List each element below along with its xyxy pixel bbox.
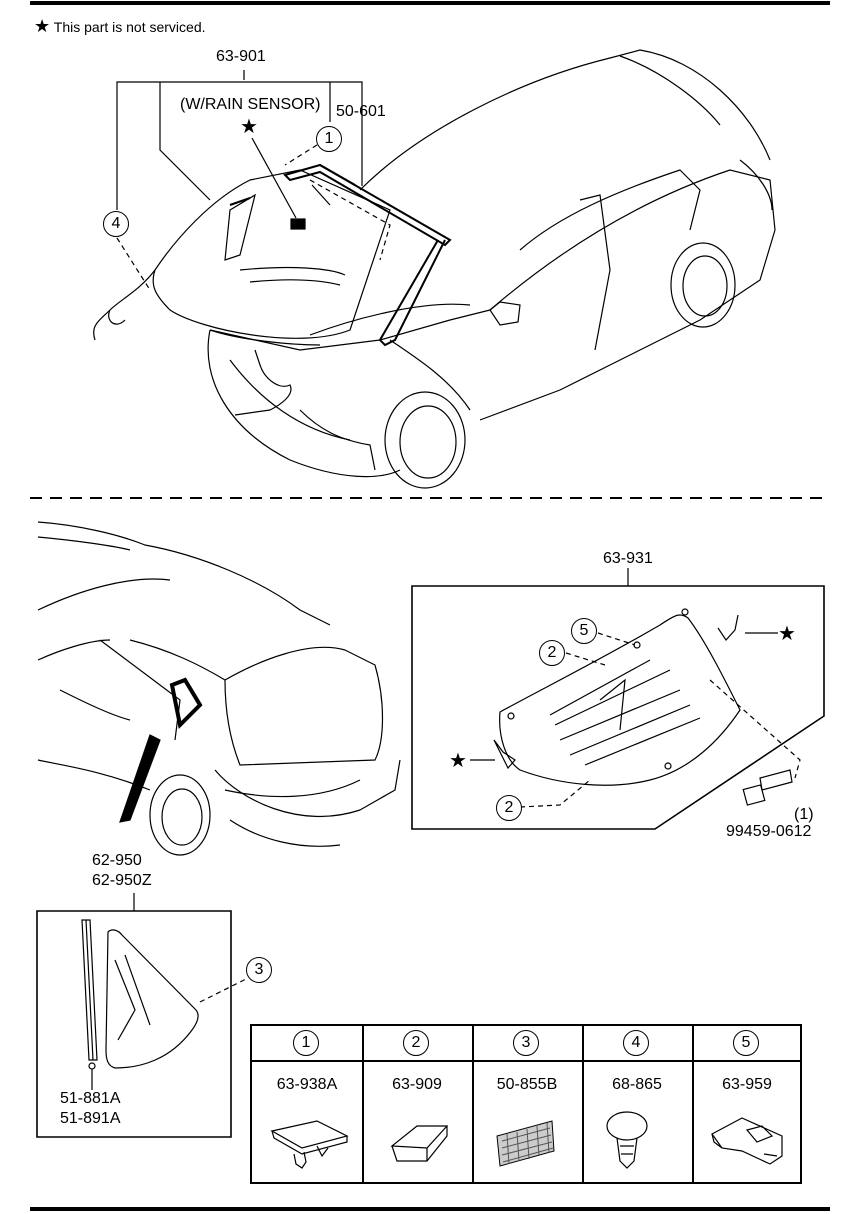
- callout-4: 4: [103, 211, 129, 237]
- spacer-block-icon: [390, 1125, 449, 1162]
- bolt-qty: (1): [794, 806, 814, 823]
- star-icon: ★: [34, 16, 51, 36]
- star-icon: ★: [449, 750, 467, 772]
- legend-part: 50-855B: [496, 1076, 558, 1093]
- legend-num: 1: [293, 1030, 319, 1056]
- bolt-icon: [742, 769, 793, 806]
- push-clip-icon: [606, 1111, 648, 1169]
- note-text: This part is not serviced.: [53, 19, 206, 35]
- mesh-pad-icon: [496, 1120, 555, 1167]
- legend-num: 4: [623, 1030, 649, 1056]
- part-quarter-a: 62-950: [92, 852, 142, 869]
- legend-num: 2: [403, 1030, 429, 1056]
- clip-icon: [270, 1120, 349, 1169]
- callout-2: 2: [539, 640, 565, 666]
- part-moulding: 50-601: [336, 103, 386, 120]
- callout-1: 1: [316, 126, 342, 152]
- star-icon: ★: [240, 116, 258, 138]
- front-car-body: [207, 49, 776, 489]
- legend-col-5: 5 63-959: [692, 1026, 802, 1182]
- legend-num: 3: [513, 1030, 539, 1056]
- windshield-moulding: [229, 163, 452, 347]
- windshield-glass: [152, 169, 391, 346]
- quarter-glass-box: [36, 910, 232, 1138]
- star-icon: ★: [778, 623, 796, 645]
- legend-part: 63-959: [722, 1076, 772, 1093]
- connector-icon: [493, 739, 516, 770]
- rain-sensor-label: (W/RAIN SENSOR): [180, 96, 321, 113]
- quarter-glass: [105, 929, 199, 1069]
- part-quarter-b: 62-950Z: [92, 872, 152, 889]
- callout-3: 3: [246, 957, 272, 983]
- callout-5: 5: [571, 618, 597, 644]
- part-windshield: 63-901: [216, 48, 266, 65]
- rear-glass: [493, 608, 741, 786]
- callout-2: 2: [496, 795, 522, 821]
- legend-table: 1 63-938A 2 63-909 3 50-855B 4 68-865: [250, 1024, 802, 1184]
- legend-col-4: 4 68-865: [582, 1026, 694, 1182]
- part-rear-glass: 63-931: [603, 550, 653, 567]
- legend-col-1: 1 63-938A: [252, 1026, 364, 1182]
- legend-part: 68-865: [612, 1076, 662, 1093]
- legend-part: 63-909: [392, 1076, 442, 1093]
- note: ★ This part is not serviced.: [34, 16, 206, 37]
- legend-col-2: 2 63-909: [362, 1026, 474, 1182]
- seal-b: 51-891A: [60, 1110, 121, 1127]
- seal-a: 51-881A: [60, 1090, 121, 1107]
- rain-sensor-icon: [290, 218, 306, 230]
- bolt-part: 99459-0612: [726, 823, 812, 840]
- bracket-icon: [711, 1117, 783, 1165]
- quarter-window-icon: [169, 677, 203, 730]
- legend-col-3: 3 50-855B: [472, 1026, 584, 1182]
- rear-car-body: [37, 521, 401, 856]
- quarter-seal: [81, 919, 98, 1090]
- legend-num: 5: [733, 1030, 759, 1056]
- harness-icon: [93, 269, 156, 341]
- legend-part: 63-938A: [276, 1076, 338, 1093]
- rear-glass-box: [411, 585, 825, 830]
